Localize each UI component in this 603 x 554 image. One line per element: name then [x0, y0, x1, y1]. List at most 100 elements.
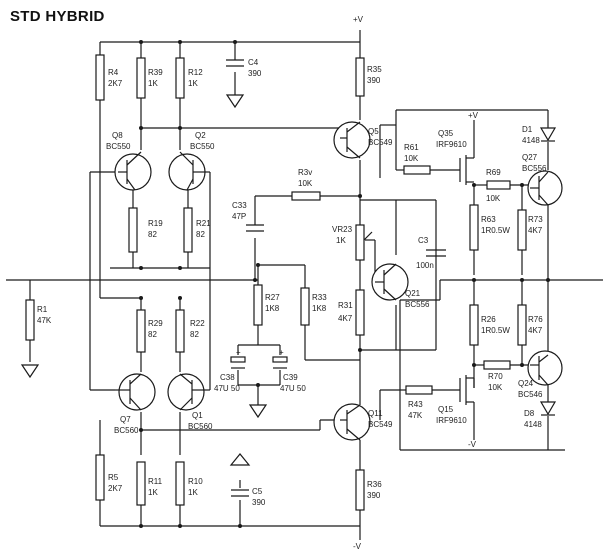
resistor-r39	[136, 57, 146, 99]
label-r12-value: 1K	[188, 79, 198, 88]
label-q7-value: BC560	[114, 426, 139, 435]
diode-d8	[539, 401, 557, 416]
diodes	[539, 127, 557, 416]
label-r76-ref: R76	[528, 315, 543, 324]
label-c39-value: 47U 50	[280, 384, 306, 393]
label-r63-value: 1R0.5W	[481, 226, 510, 235]
label-q15-ref: Q15	[438, 405, 454, 414]
transistor-q15	[459, 375, 475, 420]
label-q27-value: BC556	[522, 164, 547, 173]
label-r5-ref: R5	[108, 473, 119, 482]
label-q24-value: BC546	[518, 390, 543, 399]
resistor-r29	[136, 309, 146, 353]
label-d1-ref: D1	[522, 125, 533, 134]
label-q21-ref: Q21	[405, 289, 421, 298]
label-q5-ref: Q5	[368, 127, 379, 136]
label-r70-value: 10K	[488, 383, 503, 392]
label-r29-value: 82	[148, 330, 157, 339]
rail-top-label: +V	[353, 15, 364, 24]
label-c33-ref: C33	[232, 201, 247, 210]
rail-bottom-label: -V	[353, 542, 362, 551]
label-r43-value: 47K	[408, 411, 423, 420]
label-r1-ref: R1	[37, 305, 48, 314]
transistor-q22	[371, 263, 409, 301]
label-r22-value: 82	[190, 330, 199, 339]
resistor-r21	[183, 207, 193, 253]
label-r29-ref: R29	[148, 319, 163, 328]
diagram-title: STD HYBRID	[10, 8, 105, 25]
label-r26-value: 1R0.5W	[481, 326, 510, 335]
label-c38-ref: C38	[220, 373, 235, 382]
resistor-r36	[355, 469, 365, 511]
capacitors: + +	[226, 59, 446, 497]
label-r61-value: 10K	[404, 154, 419, 163]
label-q8-value: BC550	[106, 142, 131, 151]
resistor-r76	[517, 304, 527, 346]
label-r36-value: 390	[367, 491, 381, 500]
transistor-q7	[115, 373, 156, 411]
label-r39-value: 1K	[148, 79, 158, 88]
label-r19-value: 82	[148, 230, 157, 239]
label-r70-ref: R70	[488, 372, 503, 381]
label-c3-value: 100n	[416, 261, 434, 270]
resistor-r4	[95, 54, 105, 101]
label-q2-ref: Q2	[195, 131, 206, 140]
label-vr23-value: 1K	[336, 236, 346, 245]
resistors	[25, 54, 527, 511]
label-r73-ref: R73	[528, 215, 543, 224]
resistor-r22	[175, 309, 185, 353]
label-r69-ref: R69	[486, 168, 501, 177]
label-r27-ref: R27	[265, 293, 280, 302]
label-q35-value: IRF9610	[436, 140, 467, 149]
label-c5-value: 390	[252, 498, 266, 507]
transistor-q5	[333, 121, 371, 159]
label-r10-ref: R10	[188, 477, 203, 486]
label-c4-ref: C4	[248, 58, 259, 67]
label-d8-value: 4148	[524, 420, 542, 429]
resistor-r10	[175, 461, 185, 506]
resistor-r35	[355, 57, 365, 97]
label-q11-ref: Q11	[368, 409, 383, 418]
transistor-q2	[168, 151, 206, 191]
label-c3-ref: C3	[418, 236, 429, 245]
trimmer-vr23	[355, 224, 365, 261]
label-r61-ref: R61	[404, 143, 419, 152]
resistor-r61	[403, 165, 431, 175]
resistor-r43	[405, 385, 433, 395]
label-r4-ref: R4	[108, 68, 119, 77]
resistor-r70	[483, 360, 511, 370]
transistor-q35	[459, 155, 475, 185]
label-r33-value: 1K8	[312, 304, 327, 313]
transistor-q11	[333, 403, 371, 441]
resistor-r33	[300, 287, 310, 326]
label-q1-ref: Q1	[192, 411, 203, 420]
label-r35-value: 390	[367, 76, 381, 85]
label-c38-value: 47U 50	[214, 384, 240, 393]
label-r31-ref: R31	[338, 301, 353, 310]
resistor-r5	[95, 454, 105, 501]
label-r3v-value: 10K	[298, 179, 313, 188]
label-q1-value: BC560	[188, 422, 213, 431]
label-q8-ref: Q8	[112, 131, 123, 140]
label-r35-ref: R35	[367, 65, 382, 74]
svg-text:+: +	[279, 348, 284, 357]
wiring	[6, 30, 603, 540]
label-r11-value: 1K	[148, 488, 158, 497]
label-r19-ref: R19	[148, 219, 163, 228]
label-c33-value: 47P	[232, 212, 246, 221]
label-r63-ref: R63	[481, 215, 496, 224]
label-r1-value: 47K	[37, 316, 52, 325]
label-d8-ref: D8	[524, 409, 535, 418]
resistor-r1	[25, 299, 35, 341]
resistor-r31	[355, 289, 365, 336]
label-q7-ref: Q7	[120, 415, 131, 424]
label-c39-ref: C39	[283, 373, 298, 382]
label-r39-ref: R39	[148, 68, 163, 77]
resistor-r63	[469, 204, 479, 251]
component-labels: R4 2K7 R39 1K R12 1K C4 390 R35 390 Q8 B…	[37, 58, 547, 507]
resistor-r19	[128, 207, 138, 253]
label-r21-ref: R21	[196, 219, 211, 228]
label-q21-value: BC556	[405, 300, 430, 309]
rail-right-bottom-label: -V	[468, 440, 477, 449]
resistor-r12	[175, 57, 185, 99]
